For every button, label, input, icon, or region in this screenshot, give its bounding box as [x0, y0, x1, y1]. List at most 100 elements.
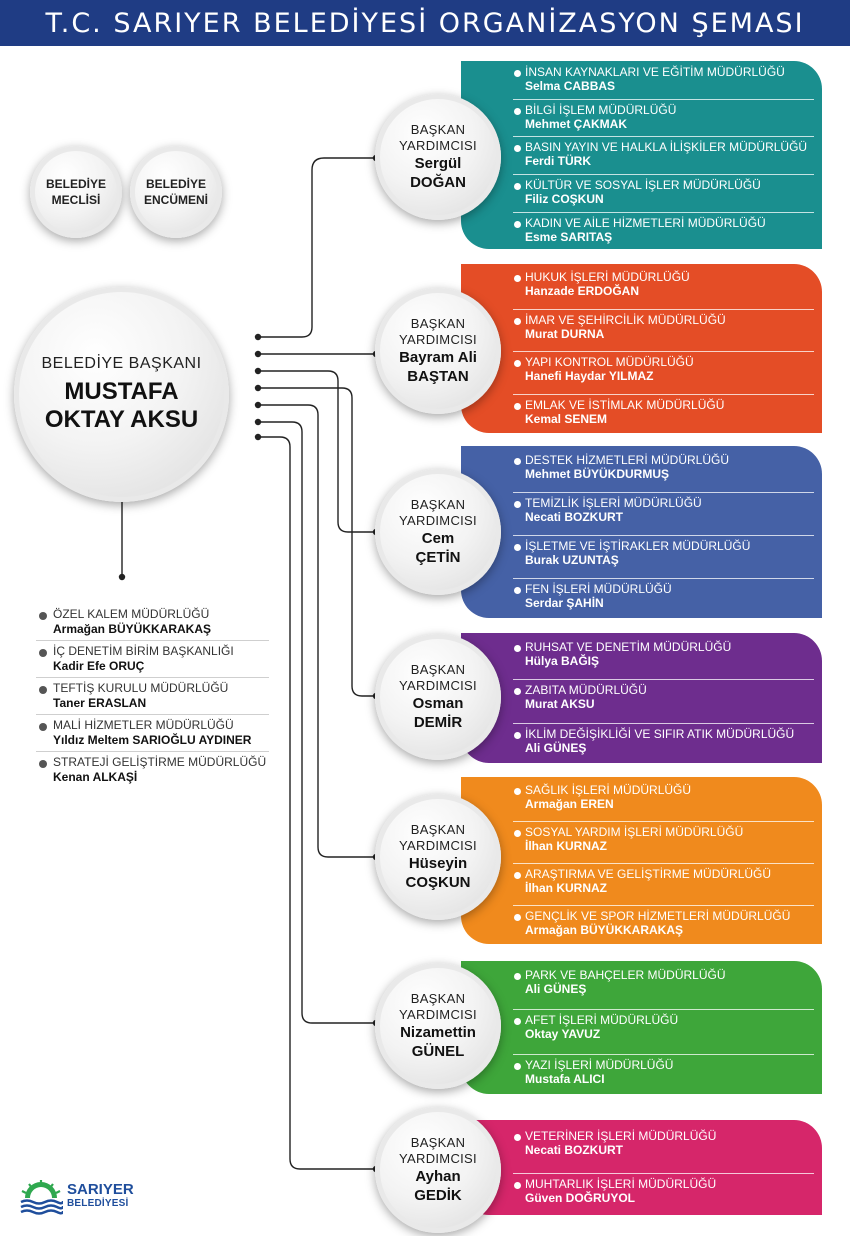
unit-name: DESTEK HİZMETLERİ MÜDÜRLÜĞÜ	[525, 452, 730, 467]
deputy-title-line1: BAŞKAN	[410, 122, 466, 137]
unit-manager: Kadir Efe ORUÇ	[53, 659, 145, 673]
connector-dot	[254, 384, 262, 392]
deputy-name-line1: Ayhan	[415, 1168, 461, 1185]
unit-manager: Armağan BÜYÜKKARAKAŞ	[53, 622, 212, 636]
direct-unit-item: İÇ DENETİM BİRİM BAŞKANLIĞI Kadir Efe OR…	[36, 641, 269, 678]
deputy-title-line2: YARDIMCISI	[399, 513, 477, 528]
unit-name: YAZI İŞLERİ MÜDÜRLÜĞÜ	[525, 1057, 674, 1072]
mayor-name-line1: MUSTAFA	[64, 378, 179, 405]
unit-manager: Serdar ŞAHİN	[525, 596, 604, 611]
unit-manager: Hanefi Haydar YILMAZ	[525, 369, 654, 384]
direct-unit-item: STRATEJİ GELİŞTİRME MÜDÜRLÜĞÜ Kenan ALKA…	[36, 752, 269, 788]
connector-dot	[254, 418, 262, 426]
unit-name: GENÇLİK VE SPOR HİZMETLERİ MÜDÜRLÜĞÜ	[525, 909, 791, 923]
sariyer-logo: SARIYER BELEDİYESİ	[19, 1179, 149, 1215]
deputy-title-line1: BAŞKAN	[410, 497, 466, 512]
deputy-title-line2: YARDIMCISI	[399, 138, 477, 153]
unit-name: TEFTİŞ KURULU MÜDÜRLÜĞÜ	[53, 681, 229, 695]
deputy-title-line1: BAŞKAN	[410, 822, 466, 837]
mayor-circle: BELEDİYE BAŞKANI MUSTAFA OKTAY AKSU	[14, 287, 229, 502]
unit-manager: Hanzade ERDOĞAN	[525, 284, 640, 299]
connector-dot	[254, 350, 262, 358]
unit-name: İŞLETME VE İŞTİRAKLER MÜDÜRLÜĞÜ	[525, 539, 751, 554]
unit-manager: Mehmet BÜYÜKDURMUŞ	[525, 466, 670, 481]
unit-manager: Ferdi TÜRK	[525, 154, 591, 169]
logo-sun-waves-icon	[20, 1180, 63, 1215]
deputy-name-line2: GEDİK	[414, 1187, 462, 1204]
unit-manager: İlhan KURNAZ	[525, 839, 607, 853]
council-circle: BELEDİYE MECLİSİ	[30, 146, 122, 238]
unit-name: ÖZEL KALEM MÜDÜRLÜĞÜ	[53, 607, 210, 621]
deputy-name-line1: Hüseyin	[408, 855, 468, 872]
logo-line2: BELEDİYESİ	[67, 1198, 129, 1209]
unit-manager: Esme SARITAŞ	[525, 230, 613, 245]
unit-manager: Filiz COŞKUN	[525, 192, 604, 207]
deputy-name-line1: Osman	[412, 695, 464, 712]
unit-name: İKLİM DEĞİŞİKLİĞİ VE SIFIR ATIK MÜDÜRLÜĞ…	[525, 727, 795, 742]
unit-manager: Murat AKSU	[525, 697, 595, 712]
unit-name: VETERİNER İŞLERİ MÜDÜRLÜĞÜ	[525, 1129, 717, 1143]
direct-unit-item: ÖZEL KALEM MÜDÜRLÜĞÜ Armağan BÜYÜKKARAKA…	[36, 604, 269, 641]
unit-name: AFET İŞLERİ MÜDÜRLÜĞÜ	[525, 1012, 679, 1027]
deputy-title-line1: BAŞKAN	[410, 1135, 466, 1150]
deputy-name-line2: GÜNEL	[411, 1043, 465, 1060]
unit-item: İKLİM DEĞİŞİKLİĞİ VE SIFIR ATIK MÜDÜRLÜĞ…	[513, 723, 814, 759]
deputy-name-line2: COŞKUN	[405, 874, 471, 891]
committee-circle: BELEDİYE ENCÜMENİ	[130, 146, 222, 238]
unit-name: KÜLTÜR VE SOSYAL İŞLER MÜDÜRLÜĞÜ	[525, 178, 761, 193]
unit-name: EMLAK VE İSTİMLAK MÜDÜRLÜĞÜ	[525, 397, 725, 412]
connector-line	[258, 157, 376, 338]
unit-manager: Selma CABBAS	[525, 78, 616, 93]
unit-manager: Yıldız Meltem SARIOĞLU AYDINER	[53, 733, 252, 747]
deputy-title-line2: YARDIMCISI	[399, 1007, 477, 1022]
unit-manager: Kenan ALKAŞİ	[53, 770, 138, 784]
unit-name: BASIN YAYIN VE HALKLA İLİŞKİLER MÜDÜRLÜĞ…	[525, 140, 808, 155]
deputy-title-line2: YARDIMCISI	[399, 678, 477, 693]
unit-manager: Hülya BAĞIŞ	[525, 653, 600, 668]
deputy-name-line2: ÇETİN	[415, 549, 461, 566]
connector-line	[258, 404, 376, 858]
connector-dot	[254, 367, 262, 375]
committee-label-1: BELEDİYE	[145, 177, 206, 191]
unit-name: YAPI KONTROL MÜDÜRLÜĞÜ	[525, 355, 694, 370]
unit-manager: Taner ERASLAN	[53, 696, 147, 710]
unit-name: RUHSAT VE DENETİM MÜDÜRLÜĞÜ	[525, 639, 732, 654]
unit-manager: Mustafa ALICI	[525, 1071, 605, 1086]
connector-dot	[254, 333, 262, 341]
deputy-name-line2: BAŞTAN	[407, 368, 469, 385]
council-label-1: BELEDİYE	[45, 177, 106, 191]
unit-name: İNSAN KAYNAKLARI VE EĞİTİM MÜDÜRLÜĞÜ	[525, 64, 785, 79]
unit-manager: Güven DOĞRUYOL	[525, 1191, 636, 1205]
deputy-title-line1: BAŞKAN	[410, 991, 466, 1006]
deputy-name-line1: Bayram Ali	[399, 349, 477, 366]
direct-unit-item: MALİ HİZMETLER MÜDÜRLÜĞÜ Yıldız Meltem S…	[36, 715, 269, 752]
unit-manager: Armağan BÜYÜKKARAKAŞ	[525, 923, 684, 937]
unit-manager: Mehmet ÇAKMAK	[525, 116, 627, 131]
